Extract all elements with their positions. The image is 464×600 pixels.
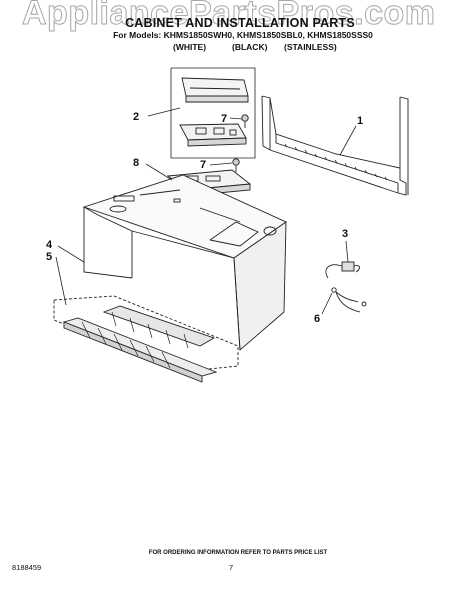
variant-stainless: (STAINLESS): [284, 42, 337, 52]
callout-5: 5: [46, 251, 52, 263]
callout-leaders: [55, 107, 357, 315]
callout-4: 4: [46, 239, 53, 251]
variant-white: (WHITE): [173, 42, 207, 52]
part-3-thermal-cutout: [325, 261, 360, 279]
part-1-mounting-plate: [261, 95, 409, 196]
document-number: 8188459: [12, 563, 42, 572]
ordering-note: FOR ORDERING INFORMATION REFER TO PARTS …: [148, 550, 328, 556]
callout-2: 2: [133, 111, 139, 123]
page-title: CABINET AND INSTALLATION PARTS: [125, 16, 355, 30]
part-6-wire-harness: [331, 287, 367, 313]
callout-6: 6: [314, 313, 320, 325]
part-2-vent-assembly: [170, 67, 256, 159]
callout-7-upper: 7: [221, 113, 227, 125]
page-number: 7: [229, 563, 234, 572]
watermark-logo: AppliancePartsPros.com: [22, 0, 436, 33]
part-cabinet-body: [82, 174, 287, 351]
models-line: For Models: KHMS1850SWH0, KHMS1850SBL0, …: [113, 30, 373, 40]
variant-black: (BLACK): [232, 42, 268, 52]
callout-8: 8: [133, 157, 139, 169]
part-4-5-vent-grille: [53, 295, 239, 383]
callout-1: 1: [357, 115, 363, 127]
callout-7-lower: 7: [200, 159, 206, 171]
callout-3: 3: [342, 228, 348, 240]
